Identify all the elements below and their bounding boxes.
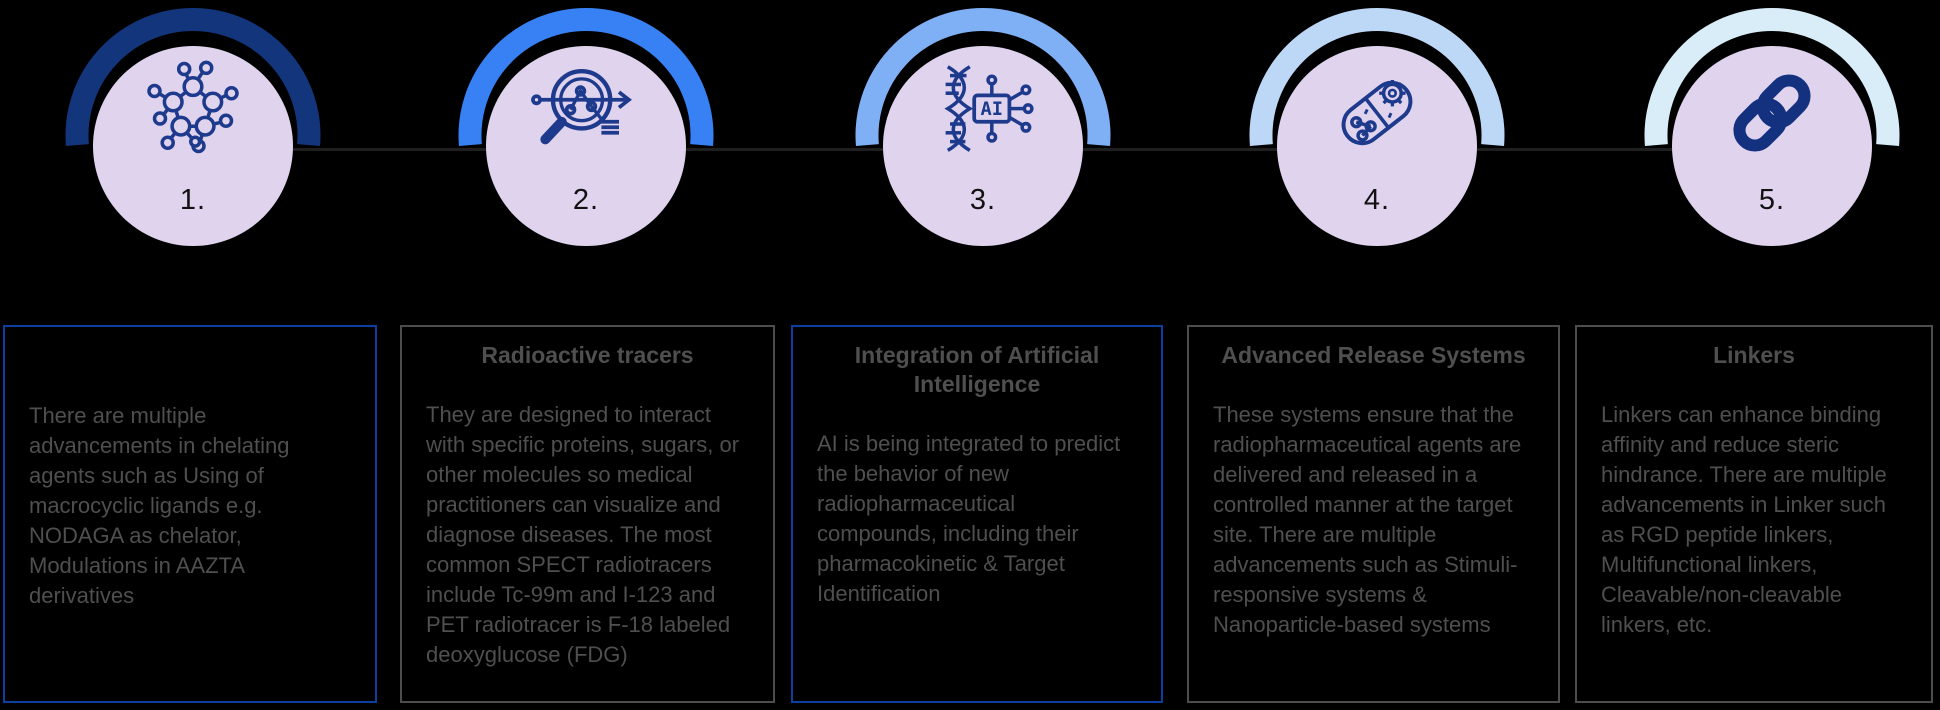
step-3-node: AI 3. (848, 0, 1118, 270)
step-3-number: 3. (969, 184, 997, 216)
step-4-title: Advanced Release Systems (1221, 342, 1526, 368)
step-3-progress-arc (855, 8, 1111, 147)
step-1-node: 1. (58, 0, 328, 270)
step-2-description: They are designed to interact with speci… (426, 402, 740, 667)
step-4-node: 4. (1242, 0, 1512, 270)
step-2-number: 2. (572, 184, 600, 216)
step-2-textbox: Radioactive tracers They are designed to… (400, 325, 775, 703)
step-4-progress-arc (1249, 8, 1505, 147)
step-3-textbox: Integration of Artificial Intelligence A… (791, 325, 1163, 703)
chain-link-icon (1717, 58, 1827, 168)
capsule-gear-icon (1322, 58, 1432, 168)
step-2-node: 2. (451, 0, 721, 270)
step-5-textbox: Linkers Linkers can enhance binding affi… (1575, 325, 1933, 703)
step-1-circle: 1. (93, 46, 293, 246)
step-1-description: There are multiple advancements in chela… (29, 403, 290, 608)
step-5-circle: 5. (1672, 46, 1872, 246)
step-2-title: Radioactive tracers (481, 342, 694, 368)
step-4-number: 4. (1363, 184, 1391, 216)
step-5-number: 5. (1758, 184, 1786, 216)
step-5-title: Linkers (1713, 342, 1795, 368)
step-4-description: These systems ensure that the radiopharm… (1213, 402, 1522, 637)
step-3-title: Integration of Artificial Intelligence (854, 342, 1100, 397)
molecule-icon (138, 58, 248, 168)
svg-text:AI: AI (981, 99, 1004, 120)
step-5-progress-arc (1644, 8, 1900, 147)
step-3-circle: AI 3. (883, 46, 1083, 246)
step-1-progress-arc (65, 8, 321, 147)
dna-ai-icon: AI (928, 58, 1038, 168)
step-2-progress-arc (458, 8, 714, 147)
step-1-number: 1. (179, 184, 207, 216)
step-3-description: AI is being integrated to predict the be… (817, 431, 1121, 606)
step-2-circle: 2. (486, 46, 686, 246)
step-5-node: 5. (1637, 0, 1907, 270)
step-4-circle: 4. (1277, 46, 1477, 246)
step-1-textbox: There are multiple advancements in chela… (3, 325, 377, 703)
step-5-description: Linkers can enhance binding affinity and… (1601, 402, 1887, 637)
step-4-textbox: Advanced Release Systems These systems e… (1187, 325, 1560, 703)
magnifier-analytics-icon (531, 58, 641, 168)
